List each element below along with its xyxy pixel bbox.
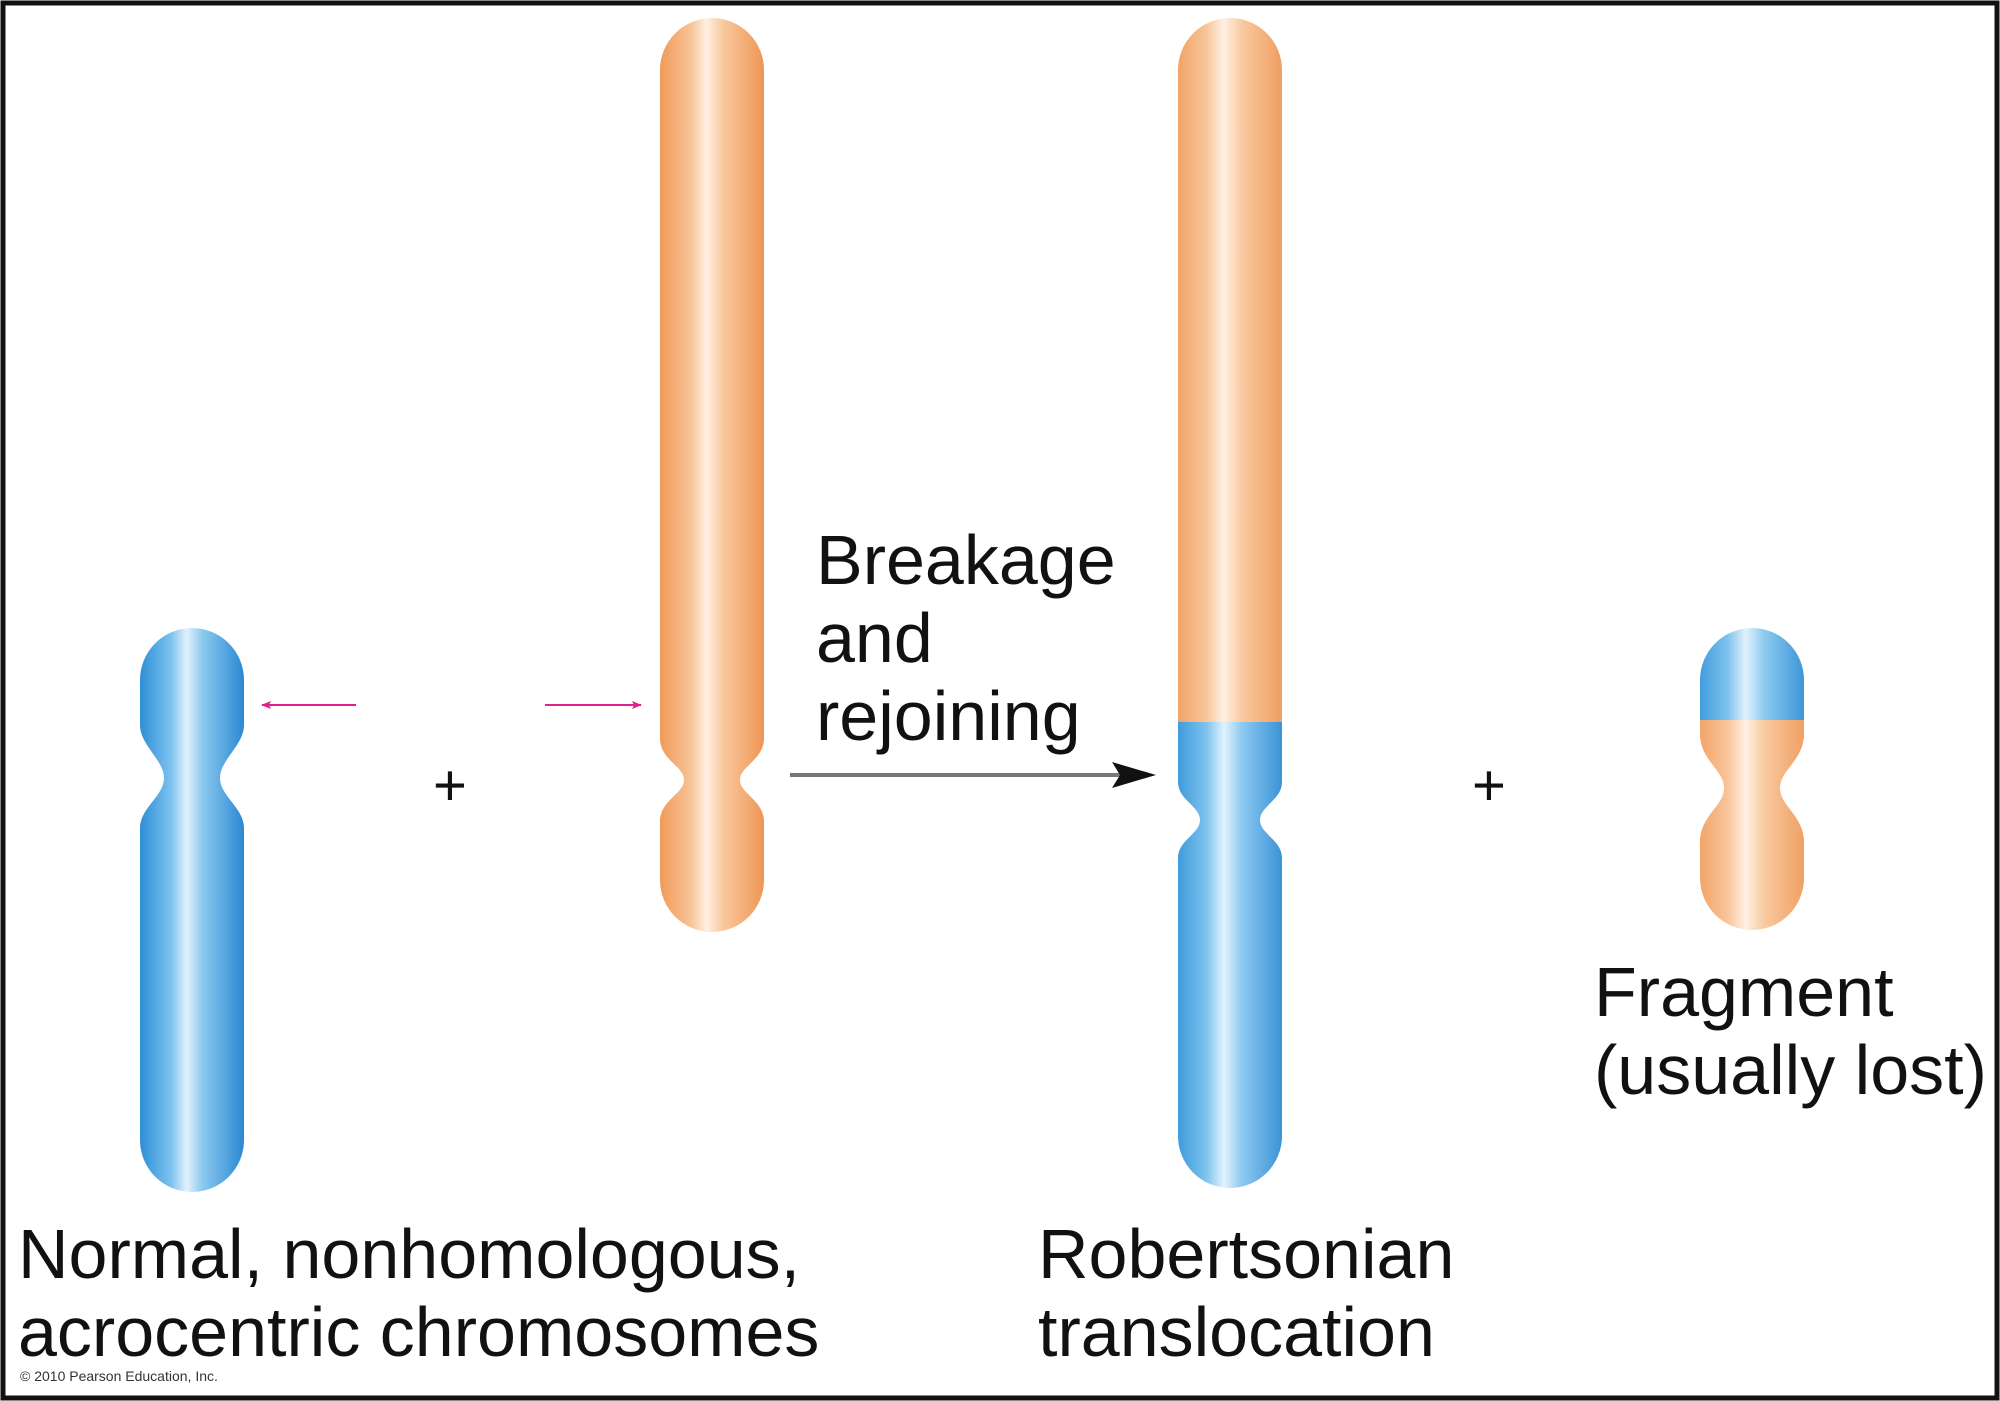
normal-chromosomes-label-line2: acrocentric chromosomes [18,1293,820,1371]
orange-acrocentric-chromosome [660,18,764,932]
robertsonian-label-line1: Robertsonian [1038,1215,1455,1293]
copyright-notice: © 2010 Pearson Education, Inc. [20,1368,218,1384]
breakage-label-line1: Breakage [816,521,1116,599]
fragment-label-line1: Fragment [1594,953,1894,1031]
breakage-label-line2: and [816,599,933,677]
fragment-chromosome [1700,628,1804,930]
plus-sign-right: + [1472,753,1506,818]
process-arrow [790,762,1156,788]
robertsonian-chromosome [1178,18,1282,1188]
blue-acrocentric-chromosome [140,628,244,1192]
normal-chromosomes-label-line1: Normal, nonhomologous, [18,1215,801,1293]
fragment-label-line2: (usually lost) [1594,1031,1987,1109]
plus-sign-left: + [433,753,467,818]
robertsonian-label-line2: translocation [1038,1293,1435,1371]
breakage-label-line3: rejoining [816,677,1081,755]
